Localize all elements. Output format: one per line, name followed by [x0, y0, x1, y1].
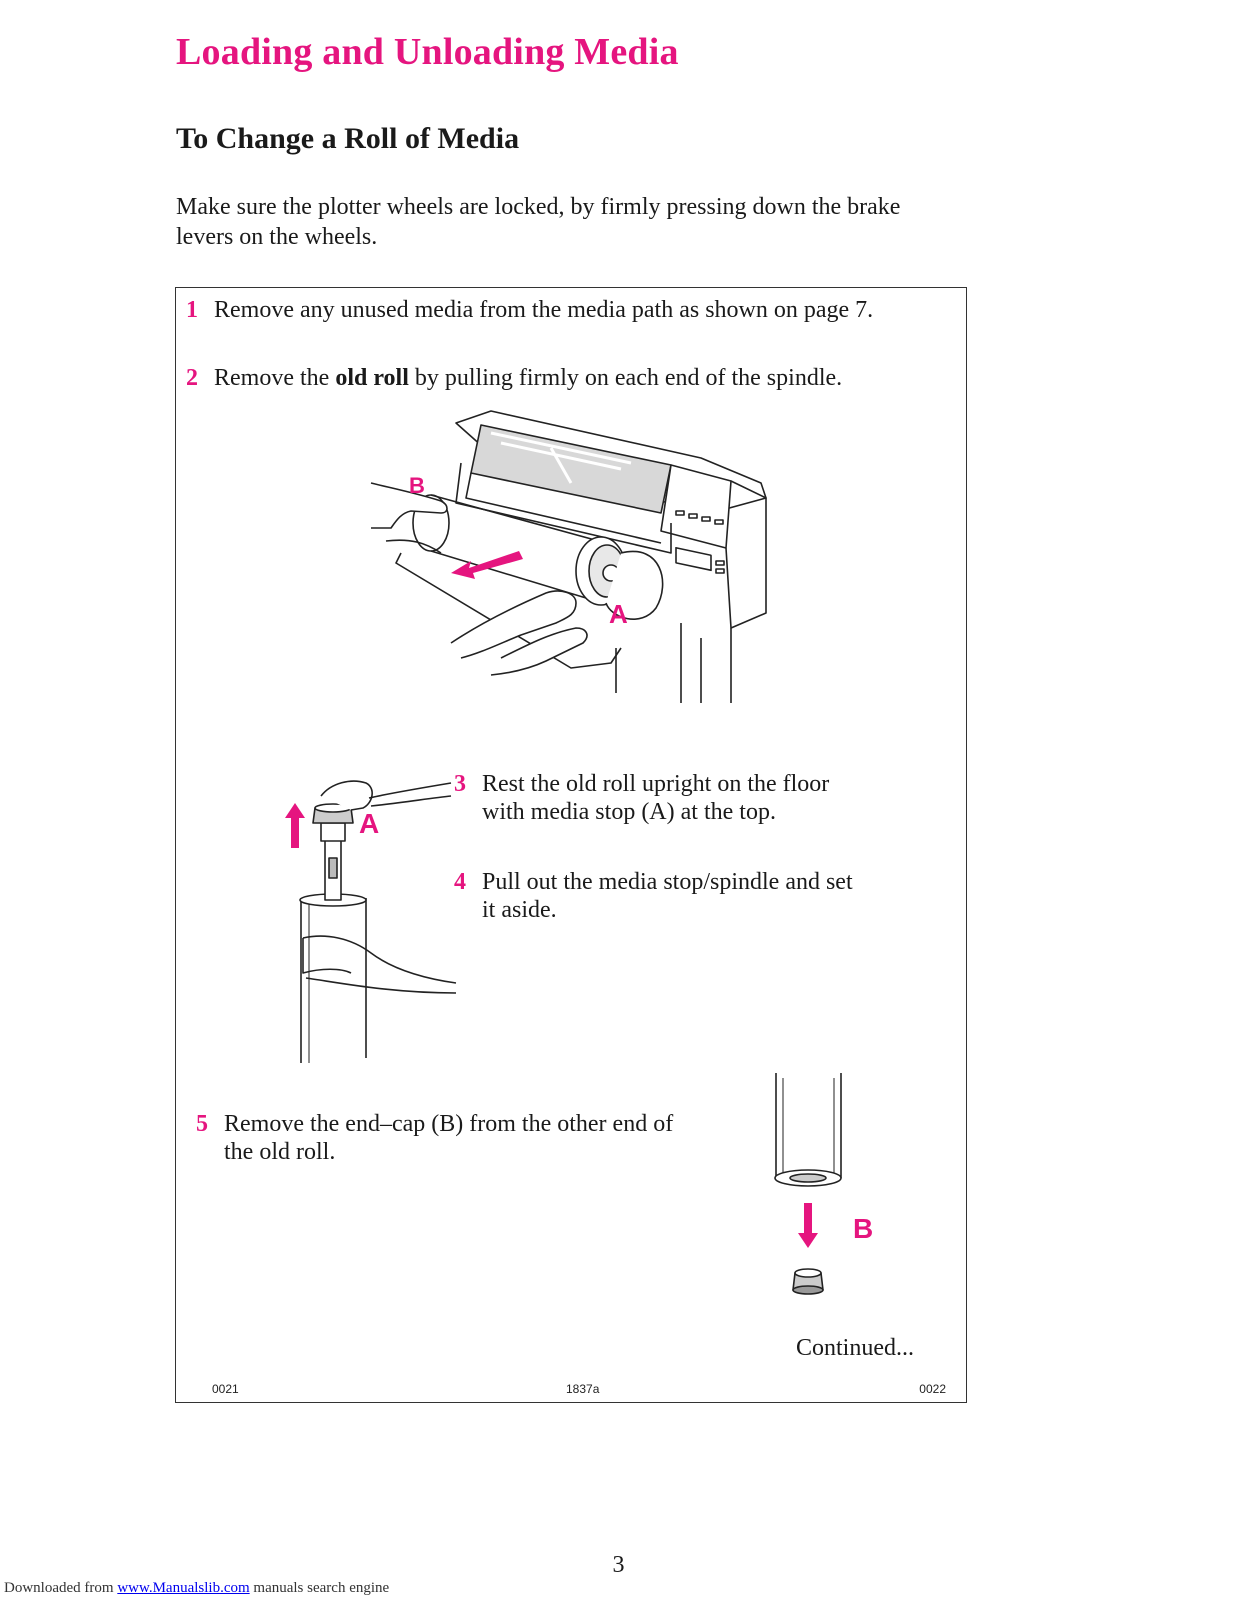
footer-prefix: Downloaded from — [4, 1580, 118, 1596]
step-number: 4 — [454, 869, 466, 895]
instruction-box: 1 Remove any unused media from the media… — [175, 287, 967, 1403]
step-text: Rest the old roll upright on the floor w… — [482, 771, 830, 825]
step-number: 2 — [186, 365, 198, 391]
step-number: 3 — [454, 771, 466, 797]
label-a: A — [609, 599, 628, 629]
pull-arrow — [451, 551, 523, 579]
manualslib-link[interactable]: www.Manualslib.com — [117, 1580, 250, 1596]
step-text-pre: Remove the — [214, 365, 336, 391]
intro-paragraph: Make sure the plotter wheels are locked,… — [176, 194, 901, 250]
step-4: 4 Pull out the media stop/spindle and se… — [454, 868, 854, 924]
step-text: Remove the old roll by pulling firmly on… — [186, 364, 946, 392]
plotter-illustration: B A — [370, 410, 767, 703]
lift-arrow — [285, 803, 305, 848]
roll-upright-illustration: A — [285, 780, 457, 1063]
figure-code-left: 0021 — [212, 1382, 239, 1396]
label-a: A — [359, 808, 379, 839]
step-number: 1 — [186, 297, 198, 323]
label-b: B — [409, 473, 425, 498]
label-b: B — [853, 1213, 873, 1244]
step-2: 2 Remove the old roll by pulling firmly … — [186, 364, 946, 392]
step-number: 5 — [196, 1111, 208, 1137]
step-text-bold: old roll — [335, 365, 409, 391]
page-number: 3 — [612, 1552, 625, 1578]
step-text-post: by pulling firmly on each end of the spi… — [408, 365, 843, 391]
step-text: Remove the end–cap (B) from the other en… — [224, 1111, 674, 1165]
section-title: To Change a Roll of Media — [176, 122, 520, 155]
page-title: Loading and Unloading Media — [176, 31, 679, 73]
step-1: 1 Remove any unused media from the media… — [186, 296, 926, 324]
remove-arrow — [798, 1203, 818, 1248]
figure-code-right: 0022 — [919, 1382, 946, 1396]
end-cap-illustration: B — [774, 1073, 873, 1295]
step-text: Pull out the media stop/spindle and set … — [482, 869, 853, 923]
footer-suffix: manuals search engine — [249, 1580, 390, 1596]
download-footer: Downloaded from www.Manualslib.com manua… — [4, 1580, 389, 1597]
step-3: 3 Rest the old roll upright on the floor… — [454, 770, 854, 826]
continued-text: Continued... — [796, 1335, 914, 1361]
step-5: 5 Remove the end–cap (B) from the other … — [196, 1110, 676, 1166]
step-text: Remove any unused media from the media p… — [214, 297, 874, 323]
figure-code-center: 1837a — [566, 1382, 600, 1396]
